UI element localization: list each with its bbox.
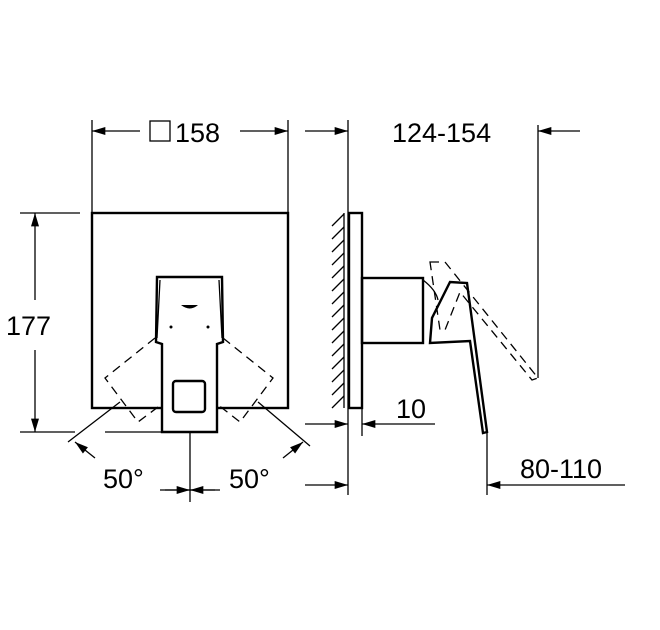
handle-side [428,280,489,435]
valve-body [360,276,425,345]
width-label: 158 [175,118,220,148]
logo-mark [181,305,198,309]
handle-raised-position [429,261,540,381]
handle-front [154,275,225,434]
angle-left-label: 50° [103,464,144,494]
handle-projection-label: 80-110 [520,454,602,484]
side-view: 124-154 10 80-110 [305,118,625,495]
handle-left-position [104,337,163,423]
projection-label: 124-154 [392,118,491,148]
height-label: 177 [6,311,51,341]
handle-right-position [216,337,274,423]
handle-square-insert [171,379,207,414]
side-plate [347,211,364,410]
wall-hatching [331,213,345,409]
angle-right-label: 50° [229,464,270,494]
thickness-label: 10 [396,394,426,424]
front-view: 158 177 50° 50° [6,118,311,502]
square-symbol-icon [149,120,171,142]
